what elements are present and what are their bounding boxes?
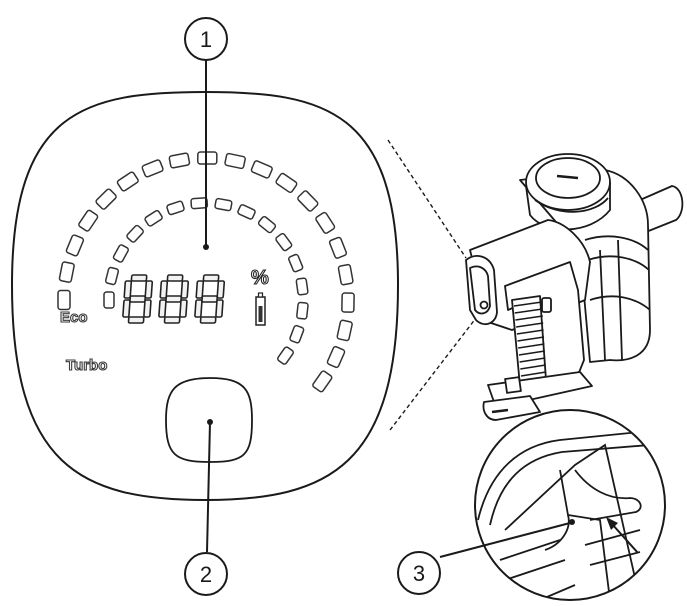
outer-arc-segment: [168, 152, 191, 169]
zoom-detail: [474, 409, 666, 601]
inner-arc-segment: [277, 346, 294, 365]
vacuum-tube: [639, 185, 684, 233]
trigger-ridge: [516, 329, 544, 335]
outer-segment-arc: [57, 151, 355, 393]
inner-arc-segment: [288, 253, 304, 273]
inner-arc-segment: [214, 197, 233, 212]
digit-segment: [144, 280, 154, 299]
inner-arc-segment: [296, 301, 309, 320]
inner-arc-segment: [112, 244, 129, 263]
callout-3: 3: [397, 522, 571, 595]
trigger-ridge: [520, 364, 546, 370]
outer-arc-segment: [341, 292, 355, 313]
outer-arc-segment: [250, 160, 273, 179]
digit-segment: [216, 280, 226, 299]
callout-1: 1: [184, 17, 228, 250]
outer-arc-segment: [326, 345, 346, 369]
trigger-ridge: [513, 301, 543, 307]
inner-arc-segment: [237, 204, 256, 220]
callout-2-number: 2: [200, 562, 212, 587]
digit-segment: [195, 280, 205, 299]
outer-arc-segment: [275, 172, 298, 193]
outer-arc-segment: [95, 188, 117, 210]
trigger-ridge: [519, 357, 546, 363]
trigger-ridge: [517, 336, 545, 342]
battery-pack: [487, 371, 593, 403]
digit-segment: [215, 299, 224, 318]
outer-arc-segment: [297, 190, 319, 212]
digit-segment: [201, 295, 219, 303]
outer-arc-segment: [116, 171, 139, 192]
inner-arc-segment: [166, 200, 185, 216]
inner-arc-segment: [144, 209, 163, 227]
vacuum-illustration: [465, 153, 684, 421]
digit-segment: [199, 316, 217, 324]
digit-segment: [143, 299, 152, 318]
inner-arc-segment: [289, 324, 305, 344]
outer-arc-segment: [78, 209, 99, 232]
inner-arc-segment: [295, 277, 309, 296]
inner-arc-segment: [190, 197, 209, 210]
callout-1-number: 1: [200, 27, 212, 52]
digit-segment: [123, 280, 133, 299]
trigger-ridge: [520, 371, 547, 377]
mode-label-turbo: Turbo: [66, 357, 107, 374]
digit-segment: [166, 274, 184, 282]
outer-arc-segment: [336, 319, 353, 342]
outer-arc-segment: [224, 152, 246, 170]
outer-arc-segment: [312, 370, 333, 393]
outer-arc-segment: [57, 289, 71, 311]
outer-arc-segment: [65, 234, 85, 257]
trigger-ridge: [515, 322, 544, 328]
trigger-ridge: [514, 308, 543, 314]
trigger-ridge: [515, 315, 543, 321]
callout-2: 2: [184, 419, 228, 596]
inner-arc-segment: [257, 215, 277, 234]
outer-arc-segment: [141, 159, 164, 178]
digit-segment: [163, 316, 181, 324]
outer-arc-segment: [328, 236, 348, 259]
digit-segment: [202, 274, 220, 282]
trigger-ridge: [518, 350, 545, 356]
digit-segment: [122, 299, 131, 318]
outer-arc-segment: [315, 211, 336, 234]
inner-arc-segment: [126, 224, 144, 243]
digit-segment: [129, 295, 147, 303]
trigger-ridges: [513, 301, 547, 377]
zoom-guide-lines: [387, 139, 477, 431]
digit-segment: [127, 316, 145, 324]
digit-display: [122, 274, 226, 324]
digit-segment: [159, 280, 169, 299]
outer-arc-segment: [337, 263, 354, 286]
digit-segment: [165, 295, 183, 303]
percent-symbol: %: [251, 267, 269, 289]
outer-arc-segment: [197, 151, 218, 165]
inner-arc-segment: [104, 266, 120, 286]
battery-icon: [255, 292, 266, 326]
digit-segment: [179, 299, 188, 318]
digit-segment: [194, 299, 203, 318]
inner-arc-segment: [275, 232, 293, 252]
outer-arc-segment: [58, 261, 75, 283]
trigger-ridge: [518, 343, 545, 349]
digit-segment: [158, 299, 167, 318]
digit-segment: [180, 280, 190, 299]
inner-segment-arc: [103, 197, 309, 365]
callout-3-number: 3: [413, 561, 425, 586]
mode-label-eco: Eco: [60, 309, 88, 326]
digit-segment: [130, 274, 148, 282]
inner-arc-segment: [103, 291, 115, 309]
